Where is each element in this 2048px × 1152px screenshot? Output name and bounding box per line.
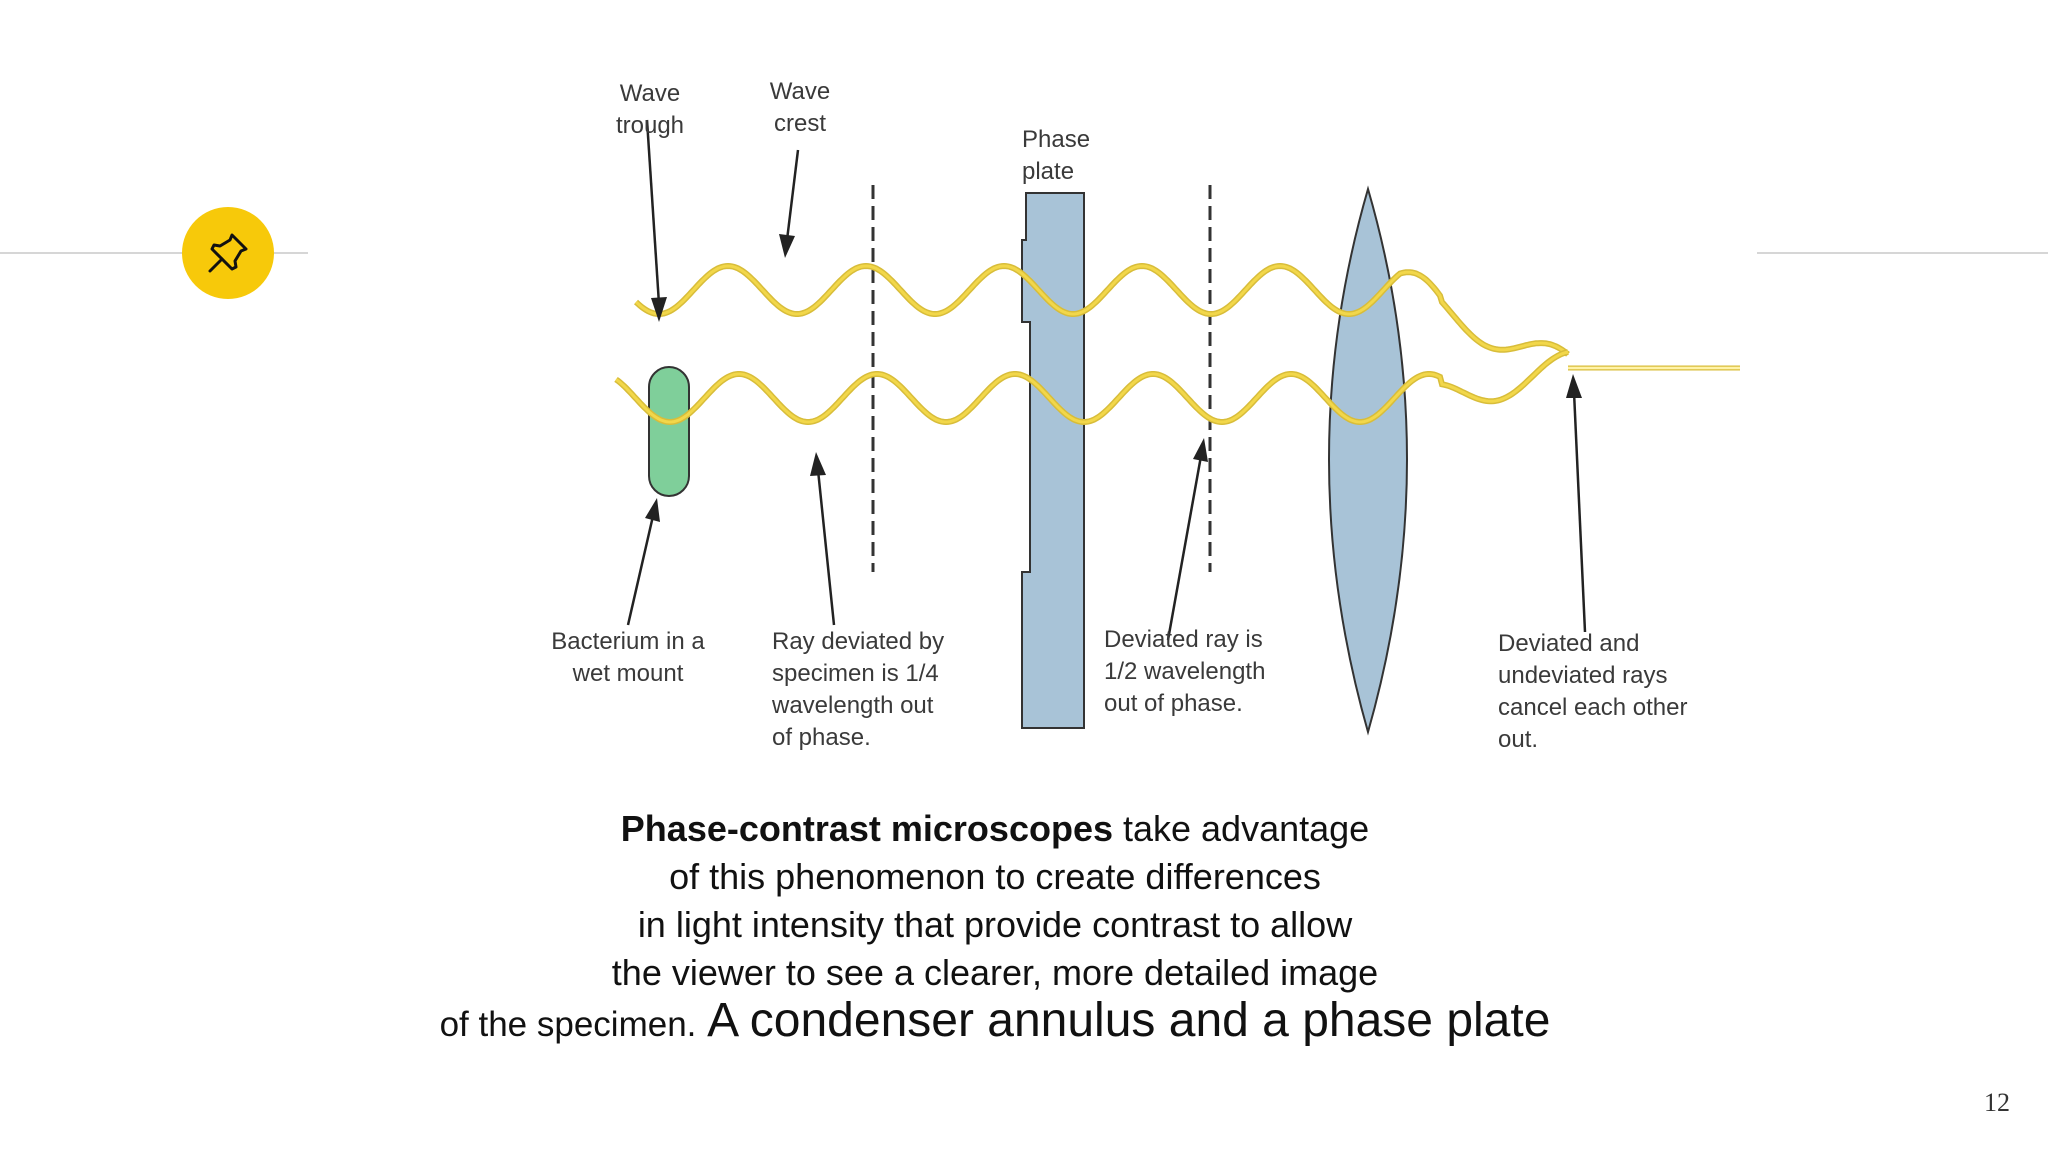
upper-wave-highlight: [634, 264, 1569, 356]
arrowhead-ray-deviated: [810, 452, 826, 476]
lower-wave-highlight: [615, 350, 1569, 424]
divider-left: [0, 252, 308, 254]
label-wave-crest: Wave crest: [769, 78, 831, 137]
divider-right: [1757, 252, 2048, 254]
label-ray-deviated: Ray deviated by specimen is 1/4 waveleng…: [772, 628, 945, 751]
arrowhead-cancel: [1566, 374, 1582, 398]
label-wave-trough: Wave trough: [615, 80, 685, 139]
arrow-bacterium: [626, 515, 655, 626]
lens: [1328, 185, 1408, 736]
arrow-wave-trough: [645, 119, 661, 305]
arrow-wave-crest: [785, 149, 800, 241]
upper-wave: [633, 262, 1570, 357]
arrowhead-wave-trough: [651, 297, 667, 322]
label-bacterium: Bacterium in a wet mount: [551, 628, 705, 687]
caption: Phase-contrast microscopes take advantag…: [300, 805, 1690, 1049]
label-cancel: Deviated and undeviated rays cancel each…: [1498, 630, 1688, 753]
arrowhead-wave-crest: [779, 234, 795, 258]
caption-line-2: of this phenomenon to create differences: [669, 856, 1321, 897]
caption-bold-term: Phase-contrast microscopes: [620, 808, 1113, 849]
caption-line-1-rest: take advantage: [1112, 808, 1370, 849]
arrowhead-bacterium: [645, 498, 660, 522]
caption-line-5-small: of the specimen.: [439, 1005, 697, 1044]
arrow-half-wavelength: [1166, 455, 1203, 641]
label-half-wavelength: Deviated ray is 1/2 wavelength out of ph…: [1104, 626, 1266, 717]
lower-wave: [614, 349, 1569, 426]
caption-line-1: Phase-contrast microscopes take advantag…: [300, 805, 1690, 853]
caption-line-5: of the specimen. A condenser annulus and…: [300, 997, 1690, 1049]
arrow-ray-deviated: [816, 469, 836, 626]
phase-plate: [1021, 192, 1085, 729]
caption-line-5-large: A condenser annulus and a phase plate: [696, 994, 1551, 1047]
caption-line-3: in light intensity that provide contrast…: [637, 904, 1353, 945]
label-phase-plate: Phase plate: [1022, 126, 1091, 185]
bacterium: [648, 366, 690, 497]
page-number: 12: [1984, 1088, 2010, 1117]
pushpin-icon: [208, 233, 248, 273]
arrow-cancel: [1572, 391, 1587, 633]
pin-badge[interactable]: [182, 207, 274, 299]
arrowhead-half-wavelength: [1193, 438, 1208, 462]
caption-line-4: the viewer to see a clearer, more detail…: [611, 952, 1379, 993]
